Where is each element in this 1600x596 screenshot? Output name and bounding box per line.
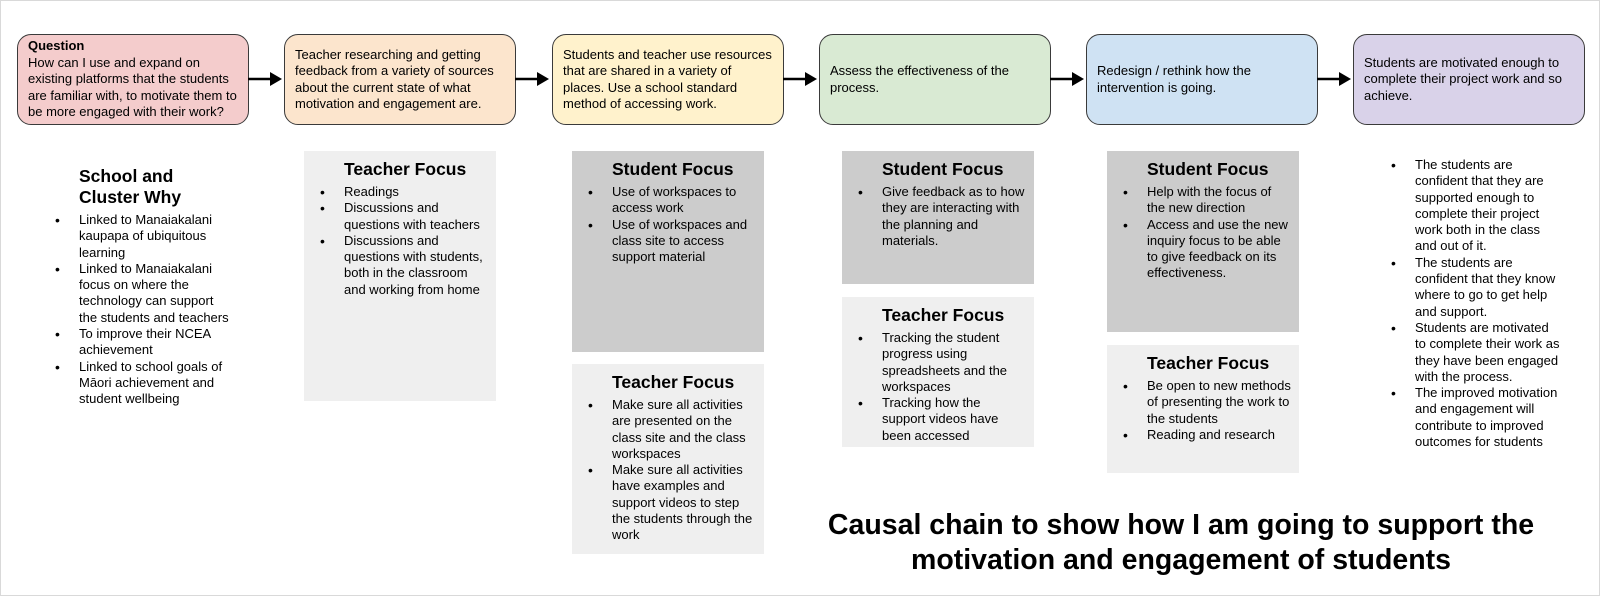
teacher-focus-panel-assess: Teacher Focus Tracking the student progr… — [842, 297, 1034, 447]
list-item: The improved motivation and engagement w… — [1391, 385, 1563, 450]
list-item: Linked to Manaiakalani kaupapa of ubiqui… — [55, 212, 231, 261]
list-item: Tracking how the support videos have bee… — [858, 395, 1026, 444]
list-item: Access and use the new inquiry focus to … — [1123, 217, 1291, 282]
outcomes-panel: The students are confident that they are… — [1375, 157, 1571, 458]
list-item: The students are confident that they kno… — [1391, 255, 1563, 320]
list-item: Readings — [320, 184, 488, 201]
panel-title: Student Focus — [612, 159, 734, 179]
list-item: Linked to school goals of Māori achievem… — [55, 359, 231, 408]
list-item: Help with the focus of the new direction — [1123, 184, 1291, 217]
stage-heading: Question — [28, 38, 85, 54]
arrow-right-icon — [515, 72, 549, 86]
panel-title: Teacher Focus — [1147, 353, 1270, 373]
list-item: Reading and research — [1123, 427, 1291, 444]
stage-box-research: Teacher researching and getting feedback… — [284, 34, 516, 125]
list-item: Tracking the student progress using spre… — [858, 330, 1026, 395]
list-item: Give feedback as to how they are interac… — [858, 184, 1026, 249]
stage-box-question: Question How can I use and expand on exi… — [17, 34, 249, 125]
school-cluster-why-panel: School and Cluster Why Linked to Manaiak… — [39, 158, 239, 416]
student-focus-panel-redesign: Student Focus Help with the focus of the… — [1107, 151, 1299, 332]
panel-title: Student Focus — [1147, 159, 1269, 179]
list-item: Use of workspaces to access work — [588, 184, 756, 217]
list-item: Be open to new methods of presenting the… — [1123, 378, 1291, 427]
teacher-focus-panel-research: Teacher Focus Readings Discussions and q… — [304, 151, 496, 401]
list-item: The students are confident that they are… — [1391, 157, 1563, 255]
student-focus-panel-assess: Student Focus Give feedback as to how th… — [842, 151, 1034, 284]
arrow-right-icon — [1050, 72, 1084, 86]
panel-title: Student Focus — [882, 159, 1004, 179]
teacher-focus-panel-redesign: Teacher Focus Be open to new methods of … — [1107, 345, 1299, 473]
stage-text: Redesign / rethink how the intervention … — [1097, 63, 1251, 95]
stage-text: Assess the effectiveness of the process. — [830, 63, 1009, 95]
arrow-right-icon — [783, 72, 817, 86]
student-focus-panel-resources: Student Focus Use of workspaces to acces… — [572, 151, 764, 352]
panel-title: Teacher Focus — [612, 372, 735, 392]
panel-title: School and Cluster Why — [79, 166, 182, 207]
stage-box-outcome: Students are motivated enough to complet… — [1353, 34, 1585, 125]
stage-text: Students and teacher use resources that … — [563, 46, 772, 112]
arrow-right-icon — [1317, 72, 1351, 86]
stage-box-resources: Students and teacher use resources that … — [552, 34, 784, 125]
list-item: Use of workspaces and class site to acce… — [588, 217, 756, 266]
list-item: Discussions and questions with students,… — [320, 233, 488, 298]
list-item: To improve their NCEA achievement — [55, 326, 231, 359]
panel-title: Teacher Focus — [344, 159, 467, 179]
list-item: Students are motivated to complete their… — [1391, 320, 1563, 385]
stage-box-assess: Assess the effectiveness of the process. — [819, 34, 1051, 125]
panel-title: Teacher Focus — [882, 305, 1005, 325]
stage-text: Teacher researching and getting feedback… — [295, 46, 494, 112]
list-item: Linked to Manaiakalani focus on where th… — [55, 261, 231, 326]
list-item: Make sure all activities are presented o… — [588, 397, 756, 462]
stage-box-redesign: Redesign / rethink how the intervention … — [1086, 34, 1318, 125]
stage-text: Students are motivated enough to complet… — [1364, 54, 1562, 103]
list-item: Discussions and questions with teachers — [320, 200, 488, 233]
arrow-right-icon — [248, 72, 282, 86]
stage-text: How can I use and expand on existing pla… — [28, 54, 237, 120]
diagram-title: Causal chain to show how I am going to s… — [827, 509, 1535, 576]
list-item: Make sure all activities have examples a… — [588, 462, 756, 543]
teacher-focus-panel-resources: Teacher Focus Make sure all activities a… — [572, 364, 764, 554]
